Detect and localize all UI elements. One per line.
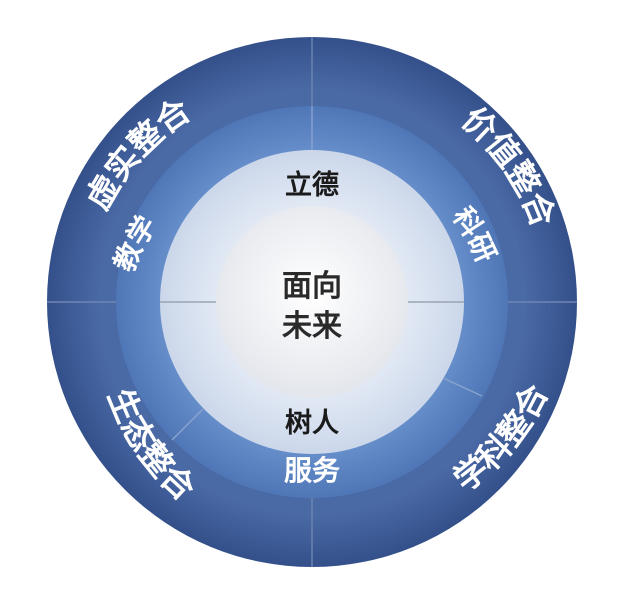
middle-divider-lower-left bbox=[171, 408, 204, 441]
middle-divider-lower-right bbox=[442, 377, 483, 397]
center-circle bbox=[216, 206, 408, 398]
outer-dividers bbox=[47, 37, 577, 567]
center-label-line1: 面向 bbox=[282, 269, 342, 304]
middle-dividers bbox=[171, 106, 483, 441]
inner-label-bottom: 树人 bbox=[285, 408, 339, 439]
center-label-line2: 未来 bbox=[282, 309, 342, 344]
middle-label-bottom: 服务 bbox=[284, 454, 340, 487]
inner-label-top: 立德 bbox=[285, 169, 339, 201]
